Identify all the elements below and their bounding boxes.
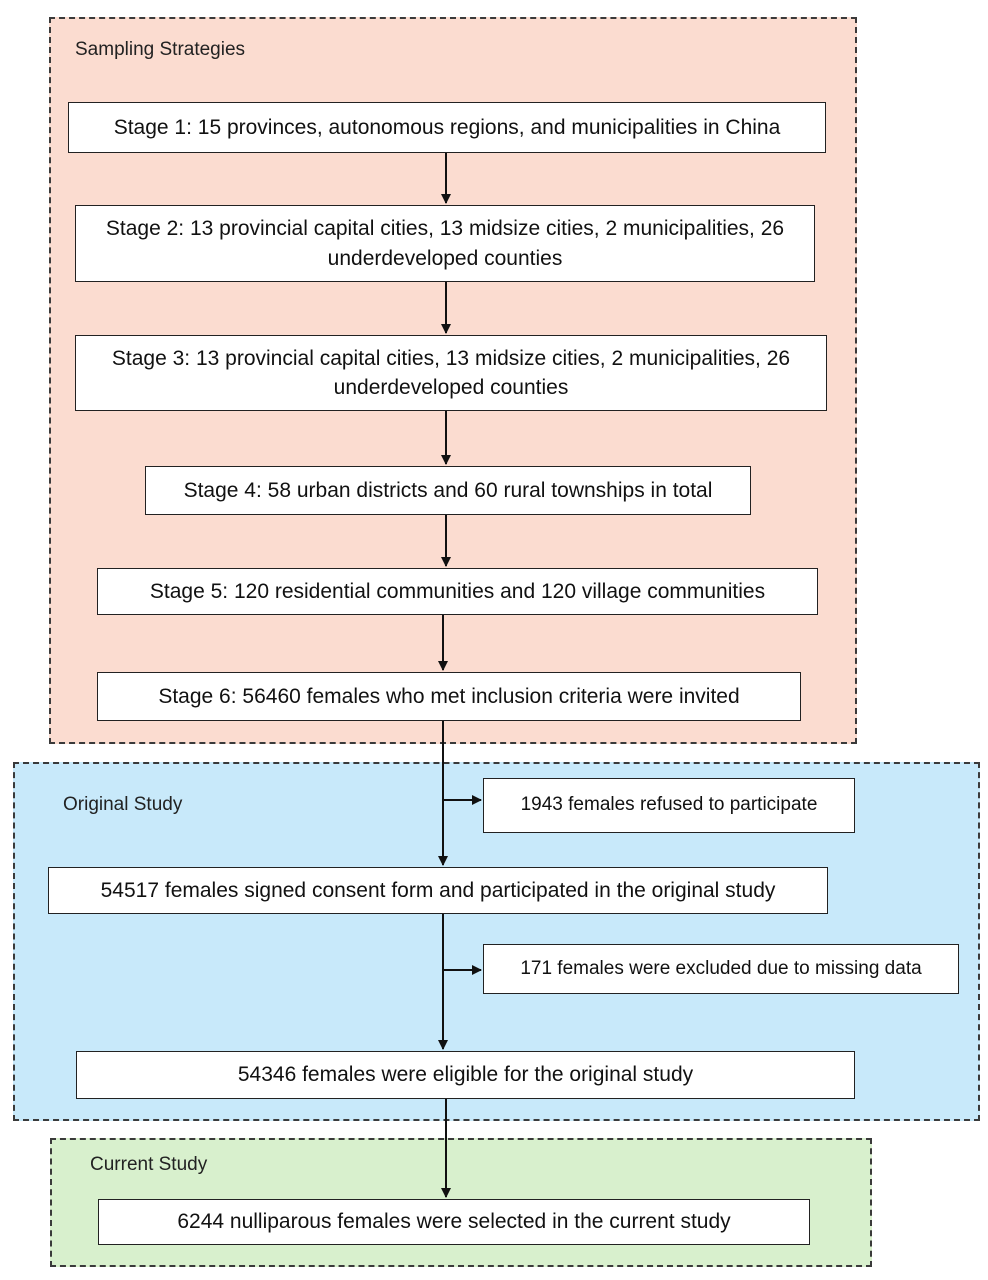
box-eligible: 54346 females were eligible for the orig… (76, 1051, 855, 1099)
panel-title-original: Original Study (63, 794, 183, 815)
box-consented: 54517 females signed consent form and pa… (48, 867, 828, 914)
box-refused: 1943 females refused to participate (483, 778, 855, 833)
box-stage-3: Stage 3: 13 provincial capital cities, 1… (75, 335, 827, 411)
box-stage-4: Stage 4: 58 urban districts and 60 rural… (145, 466, 751, 515)
box-selected: 6244 nulliparous females were selected i… (98, 1199, 810, 1245)
panel-title-sampling: Sampling Strategies (75, 39, 246, 60)
box-stage-6: Stage 6: 56460 females who met inclusion… (97, 672, 801, 721)
box-stage-5: Stage 5: 120 residential communities and… (97, 568, 818, 615)
box-stage-1: Stage 1: 15 provinces, autonomous region… (68, 102, 826, 153)
box-stage-2: Stage 2: 13 provincial capital cities, 1… (75, 205, 815, 282)
panel-title-current: Current Study (90, 1154, 208, 1175)
box-excluded: 171 females were excluded due to missing… (483, 944, 959, 994)
